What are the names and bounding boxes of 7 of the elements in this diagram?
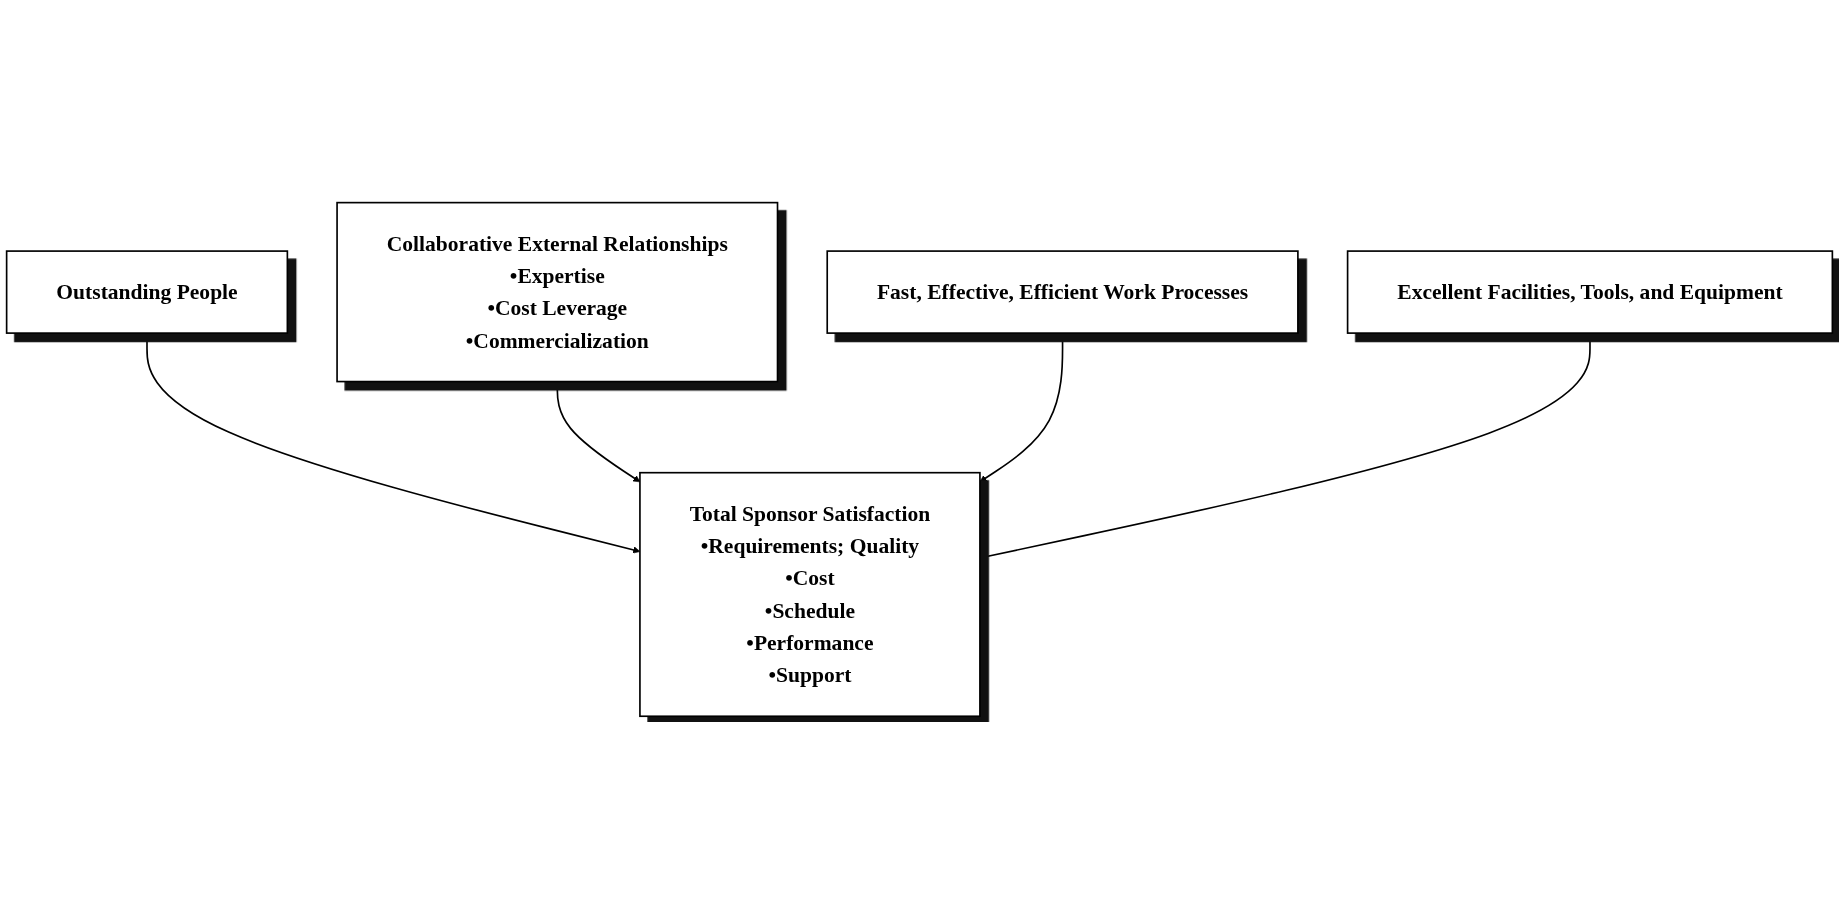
node-box: Collaborative External Relationships •Expertise •Cost Leverage •Commercialization bbox=[336, 201, 779, 382]
node-box: Outstanding People bbox=[5, 249, 289, 334]
node-box: Fast, Effective, Efficient Work Processes bbox=[826, 249, 1299, 334]
node-box: Excellent Facilities, Tools, and Equipment bbox=[1346, 249, 1834, 334]
node-box: Total Sponsor Satisfaction •Requirements; Quality •Cost •Schedule •Performance •Support bbox=[639, 471, 981, 717]
arrow bbox=[979, 331, 1064, 482]
arrow bbox=[979, 331, 1591, 560]
